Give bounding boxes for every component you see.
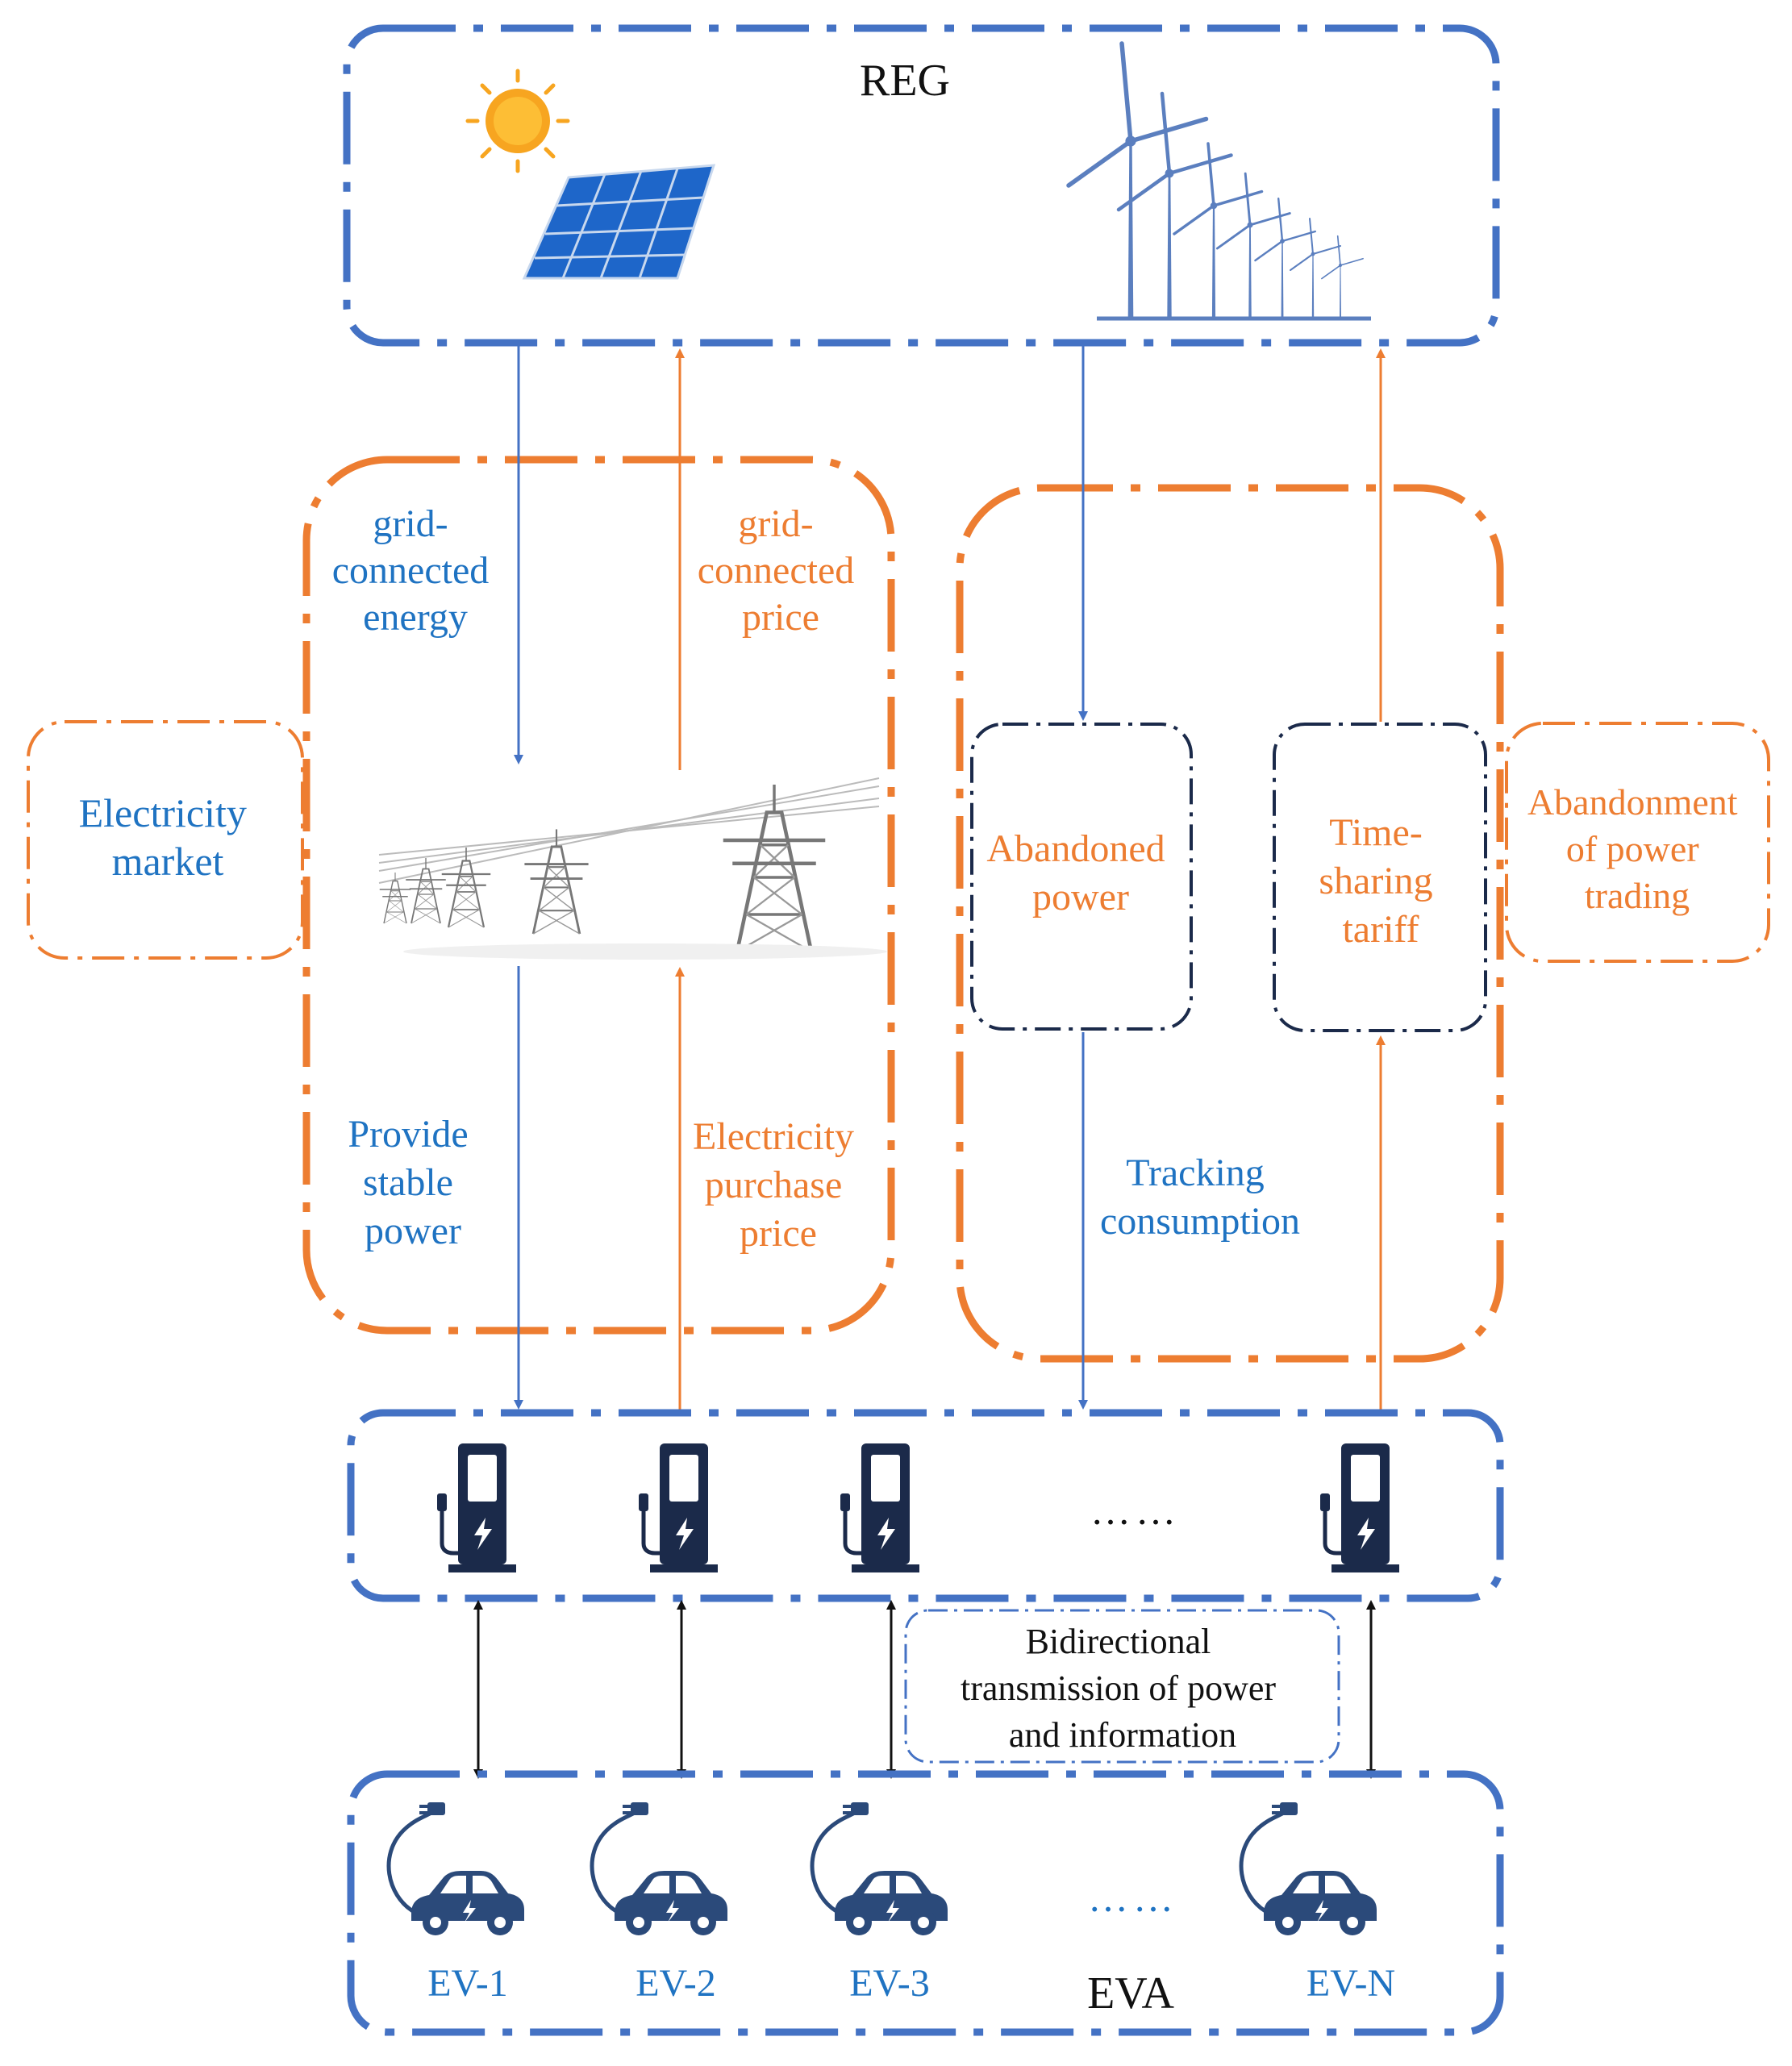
grid-stable-label-line-3: power [365, 1210, 461, 1252]
stations-ellipsis: …… [1090, 1488, 1181, 1533]
grid-energy-label-line-1: grid- [373, 502, 448, 545]
abandoned-power-line-1: Abandoned [986, 827, 1165, 870]
tracking-line-2: consumption [1100, 1200, 1300, 1243]
ev-car-icon [812, 1802, 948, 1935]
charging-station-icon [840, 1443, 919, 1572]
grid-stable-label-line-1: Provide [348, 1113, 468, 1156]
tracking-line-1: Tracking [1126, 1152, 1265, 1194]
abandonment-trading-box: Abandonment of power trading [1505, 722, 1770, 963]
time-sharing-line-1: Time- [1329, 811, 1423, 854]
time-sharing-line-3: tariff [1342, 908, 1419, 951]
svg-text:Abandoned power: Abandoned power [986, 827, 1174, 918]
market-label-line-1: Electricity [79, 790, 247, 835]
ev-car-icon [592, 1802, 727, 1935]
grid-purchase-label-line-1: Electricity [693, 1115, 854, 1158]
ev-car-icon [1241, 1802, 1377, 1935]
sun-icon [465, 69, 570, 173]
eva-title: EVA [1087, 1968, 1174, 2018]
svg-text:grid- connected en: grid- connected energy [332, 502, 499, 639]
grid-purchase-label-line-3: price [740, 1212, 817, 1255]
trading-line-3: trading [1585, 875, 1690, 916]
trading-line-1: Abandonment [1527, 781, 1738, 823]
svg-text:Electricity market: Electricity market [79, 790, 257, 884]
transmission-towers-icon [378, 777, 887, 960]
svg-text:Tracking consumption: Tracking consumption [1100, 1152, 1300, 1243]
grid-price-label-line-1: grid- [738, 502, 813, 545]
market-label-line-2: market [112, 839, 224, 884]
charging-station-icon [437, 1443, 516, 1572]
grid-price-label-line-3: price [742, 596, 819, 639]
bidirectional-label-box: Bidirectional transmission of power and … [904, 1609, 1340, 1764]
charging-station-icon [639, 1443, 718, 1572]
svg-text:Electricity purchase: Electricity purchase price [693, 1115, 864, 1255]
abandoned-power-line-2: power [1032, 876, 1129, 918]
ev-label-2: EV-2 [636, 1962, 716, 2005]
ev-car-icon [389, 1802, 524, 1935]
bidirectional-line-3: and information [1009, 1715, 1236, 1755]
bidirectional-line-1: Bidirectional [1026, 1622, 1211, 1661]
electricity-market-box: Electricity market [27, 720, 304, 960]
flow-arrows [514, 345, 1386, 1411]
reg-title: REG [860, 56, 950, 106]
wind-turbines-icon [1069, 44, 1371, 319]
grid-energy-label-line-2: connected [332, 549, 490, 592]
trading-line-2: of power [1566, 828, 1699, 869]
grid-stable-label-line-2: stable [363, 1161, 453, 1204]
svg-text:Provide stable pow: Provide stable power [348, 1113, 477, 1252]
charging-station-icon [1320, 1443, 1399, 1572]
eva-box: …… EV-1 EV-2 EV-3 EV-N EVA [347, 1770, 1504, 2036]
consumption-box: Abandoned power Time- sharing tariff Tra… [956, 484, 1504, 1363]
svg-text:Abandonment of power: Abandonment of power trading [1527, 781, 1747, 916]
svg-text:Time- sharing tari: Time- sharing tariff [1319, 811, 1442, 951]
svg-text:grid- connected pr: grid- connected price [698, 502, 865, 639]
bidirectional-line-2: transmission of power [961, 1668, 1276, 1708]
grid-purchase-label-line-2: purchase [705, 1164, 843, 1206]
ev-label-n: EV-N [1306, 1962, 1395, 2005]
grid-box: grid- connected energy grid- connected p… [302, 456, 895, 1335]
eva-ellipsis: …… [1088, 1875, 1178, 1920]
ev-label-1: EV-1 [427, 1962, 508, 2005]
reg-box: REG [343, 24, 1500, 347]
charging-stations-box: …… [347, 1409, 1504, 1602]
bidirectional-arrows [473, 1600, 1376, 1779]
grid-energy-label-line-3: energy [363, 596, 468, 639]
solar-panel-icon [522, 164, 716, 280]
grid-price-label-line-2: connected [698, 549, 855, 592]
time-sharing-line-2: sharing [1319, 860, 1432, 902]
svg-text:Bidirectional transmissi: Bidirectional transmission of power and … [961, 1622, 1285, 1755]
ev-label-3: EV-3 [849, 1962, 930, 2005]
